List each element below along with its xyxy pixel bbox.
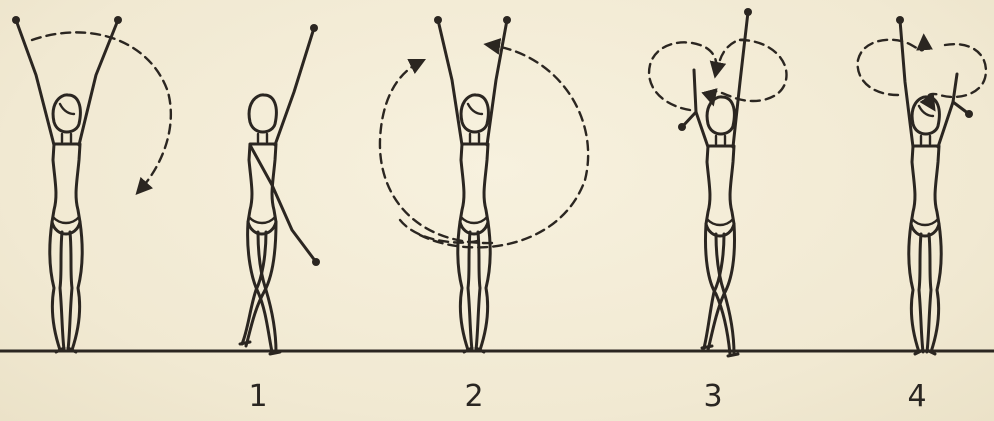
figure-start [12,16,122,352]
arrow-circle-left [380,62,492,243]
arrow-small-circle-right [711,40,786,101]
step-label-2: 2 [464,382,483,412]
step-label-1: 1 [248,382,267,412]
step-label-4: 4 [907,382,926,412]
figure-1 [240,24,320,354]
figure-2 [434,16,511,352]
arrow-small-circle-left-4 [858,40,925,95]
step-label-3: 3 [703,382,722,412]
arrow-small-circle-left [649,42,717,110]
arrow-circle-right [420,45,588,247]
figure-4 [896,16,973,354]
